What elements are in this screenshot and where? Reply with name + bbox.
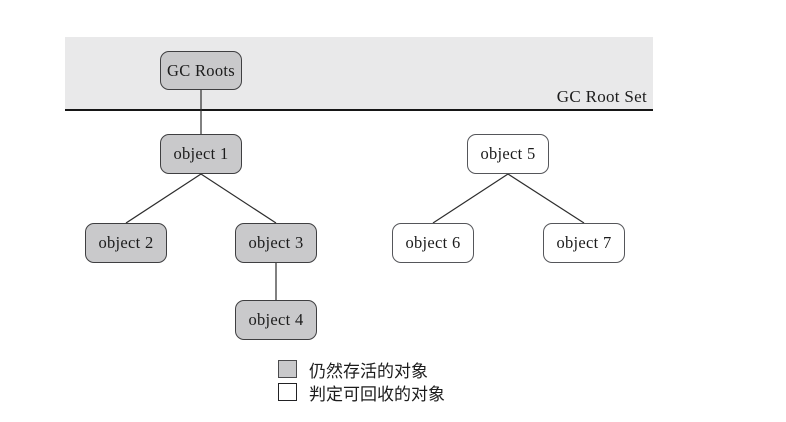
node-object-6: object 6: [392, 223, 474, 263]
edge-object-1-object-3: [200, 173, 277, 224]
node-object-7: object 7: [543, 223, 625, 263]
gc-root-set-label: GC Root Set: [556, 87, 647, 106]
alive-swatch: [278, 360, 297, 378]
legend-row-alive: 仍然存活的对象: [278, 359, 445, 381]
legend: 仍然存活的对象 判定可回收的对象: [278, 359, 445, 405]
edge-object-5-object-7: [507, 173, 585, 224]
node-object-1: object 1: [160, 134, 242, 174]
node-object-5: object 5: [467, 134, 549, 174]
alive-legend-label: 仍然存活的对象: [309, 361, 428, 381]
recyclable-swatch: [278, 383, 297, 401]
node-object-4: object 4: [235, 300, 317, 340]
legend-row-recyclable: 判定可回收的对象: [278, 382, 445, 404]
node-object-3: object 3: [235, 223, 317, 263]
edge-object-1-object-2: [125, 173, 202, 224]
edge-object-5-object-6: [432, 173, 509, 224]
recyclable-legend-label: 判定可回收的对象: [309, 384, 445, 404]
node-object-2: object 2: [85, 223, 167, 263]
node-gc-roots: GC Roots: [160, 51, 242, 90]
